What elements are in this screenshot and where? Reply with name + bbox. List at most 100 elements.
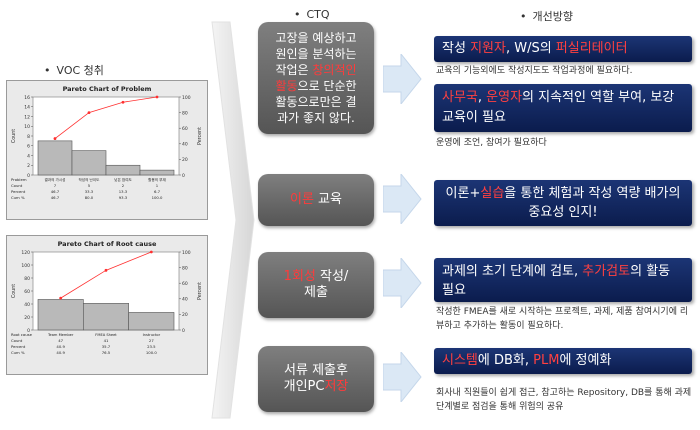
improve-note-early-review: 작성한 FMEA를 새로 시작하는 프로젝트, 과제, 제품 참여시기에 리뷰하…: [436, 307, 689, 331]
ctq-line: 작업은 창의적인: [275, 62, 356, 78]
highlight-text: 퍼실리테이터: [555, 41, 628, 56]
percent-value: 23.5: [147, 344, 156, 349]
y2-tick-label: 0: [182, 328, 185, 334]
cumulative-point: [87, 111, 91, 114]
highlight-text: 활동: [275, 79, 298, 93]
y-tick-label: 6: [27, 144, 30, 150]
y2-tick-label: 40: [182, 142, 188, 148]
pareto-bar: [37, 299, 84, 331]
improve-header: •개선방향: [520, 10, 573, 23]
percent-value: 46.7: [51, 189, 60, 194]
table-row-label: Percent: [11, 189, 26, 194]
pareto-bar: [37, 140, 73, 176]
y-tick-label: 20: [24, 315, 30, 321]
text-segment: 의 활동 필요: [442, 264, 671, 298]
improve-box-practice: 이론+실습을 통한 체험과 작성 역량 배가의 중요성 인지!: [434, 180, 692, 226]
improve-box-early-review: 과제의 초기 단계에 검토, 추가검토의 활동 필요: [434, 258, 692, 302]
count-value: 1: [156, 183, 159, 188]
y-tick-label: 14: [24, 105, 30, 111]
text-segment: 에 DB화,: [477, 353, 534, 368]
text-segment: 작업은: [275, 63, 313, 77]
improve-box-operator: 사무국, 운영자의 지속적인 역할 부여, 보강 교육이 필요: [434, 84, 692, 132]
ctq-header: •CTQ: [294, 8, 330, 21]
cumulative-line: [54, 96, 158, 139]
y-tick-label: 12: [24, 114, 30, 120]
category-label: Team Member: [47, 333, 74, 337]
highlight-text: 저장: [324, 379, 349, 394]
y-tick-label: 100: [21, 263, 30, 269]
pareto-bar: [128, 312, 175, 331]
y-axis-label: Count: [11, 129, 17, 143]
cum-percent-value: 40.9: [56, 350, 65, 355]
arrow-right-icon: [383, 54, 422, 104]
ctq-line: 과가 좋지 않다.: [275, 110, 356, 126]
arrow-right-icon: [383, 174, 422, 224]
category-label: Instructor: [143, 333, 161, 337]
count-value: 7: [54, 183, 57, 188]
cumulative-point: [121, 100, 125, 104]
table-row-label: Problem: [11, 177, 27, 182]
text-segment: 을 통한 체험과 작성 역량 배가의 중요성 인지!: [504, 186, 681, 220]
table-row-label: Count: [11, 183, 23, 188]
pareto-problem-chart: Pareto Chart of Problem02468101214160204…: [11, 85, 203, 200]
y2-tick-label: 80: [182, 110, 188, 116]
cumulative-point: [53, 137, 57, 140]
highlight-text: PLM: [533, 353, 560, 368]
highlight-text: 사무국: [442, 90, 478, 105]
pareto-rootcause-chart: Pareto Chart of Root cause02040608010012…: [11, 240, 203, 355]
voc-to-ctq-arrow-icon: [211, 21, 255, 419]
chart-title: Pareto Chart of Problem: [63, 85, 152, 93]
y-tick-label: 80: [24, 276, 30, 282]
cumulative-point: [59, 296, 63, 300]
text-segment: 이론+: [445, 186, 481, 201]
cum-percent-value: 100.0: [152, 195, 163, 200]
improve-note-operator: 운영에 조언, 참여가 필요하다: [436, 138, 547, 148]
pareto-bar: [139, 169, 175, 176]
text-segment: , W/S의: [505, 41, 556, 56]
pareto-bar: [105, 164, 141, 176]
text-segment: 으로 단순한: [297, 79, 357, 93]
text-segment: 작성: [442, 41, 471, 56]
pareto-bar: [83, 303, 129, 331]
highlight-text: 시스템: [442, 353, 478, 368]
y2-tick-label: 100: [182, 250, 191, 256]
percent-value: 6.7: [154, 189, 161, 194]
y-tick-label: 120: [21, 250, 30, 256]
count-value: 2: [122, 183, 125, 188]
category-label: 활용의 부재: [148, 177, 166, 182]
count-value: 27: [149, 338, 154, 343]
ctq-line: 이론 교육: [290, 192, 342, 208]
ctq-text: 1회성 작성/제출: [284, 269, 349, 301]
ctq-line: 원인을 분석하는: [275, 46, 356, 62]
y-axis-label: Count: [11, 284, 17, 298]
highlight-text: 운영자: [486, 90, 523, 105]
y2-tick-label: 20: [182, 312, 188, 318]
highlight-text: 추가검토: [582, 264, 631, 279]
y-tick-label: 16: [24, 95, 30, 101]
text-segment: 과가 좋지 않다.: [277, 111, 355, 125]
ctq-text: 이론 교육: [290, 192, 342, 208]
ctq-line: 활동으로만은 결: [275, 94, 356, 110]
cum-percent-value: 93.3: [119, 195, 128, 200]
arrow-right-icon: [383, 258, 422, 308]
improve-note-facilitator: 교육의 기능외에도 작성지도도 작업과정에 필요하다.: [436, 66, 633, 76]
text-segment: 작성/: [315, 269, 349, 284]
y2-axis-label: Percent: [197, 127, 203, 145]
ctq-line: 개인PC저장: [284, 379, 349, 395]
category-label: 작성의 난이도: [79, 177, 101, 182]
voc-header: •VOC 청취: [44, 64, 104, 77]
ctq-box-one-time-submit: 1회성 작성/제출: [258, 252, 374, 318]
y-tick-label: 2: [27, 163, 30, 169]
text-segment: 원인을 분석하는: [275, 47, 357, 61]
highlight-text: 창의적인: [312, 63, 357, 77]
y-tick-label: 0: [27, 328, 30, 334]
y-tick-label: 4: [27, 153, 30, 159]
cumulative-point: [155, 95, 159, 99]
ctq-line: 활동으로 단순한: [275, 78, 356, 94]
table-row-label: Cum %: [11, 350, 25, 355]
text-segment: 활동으로만은 결: [275, 95, 357, 109]
y-tick-label: 0: [27, 173, 30, 179]
percent-value: 33.3: [85, 189, 94, 194]
category-label: 결과의 가시성: [45, 177, 66, 182]
